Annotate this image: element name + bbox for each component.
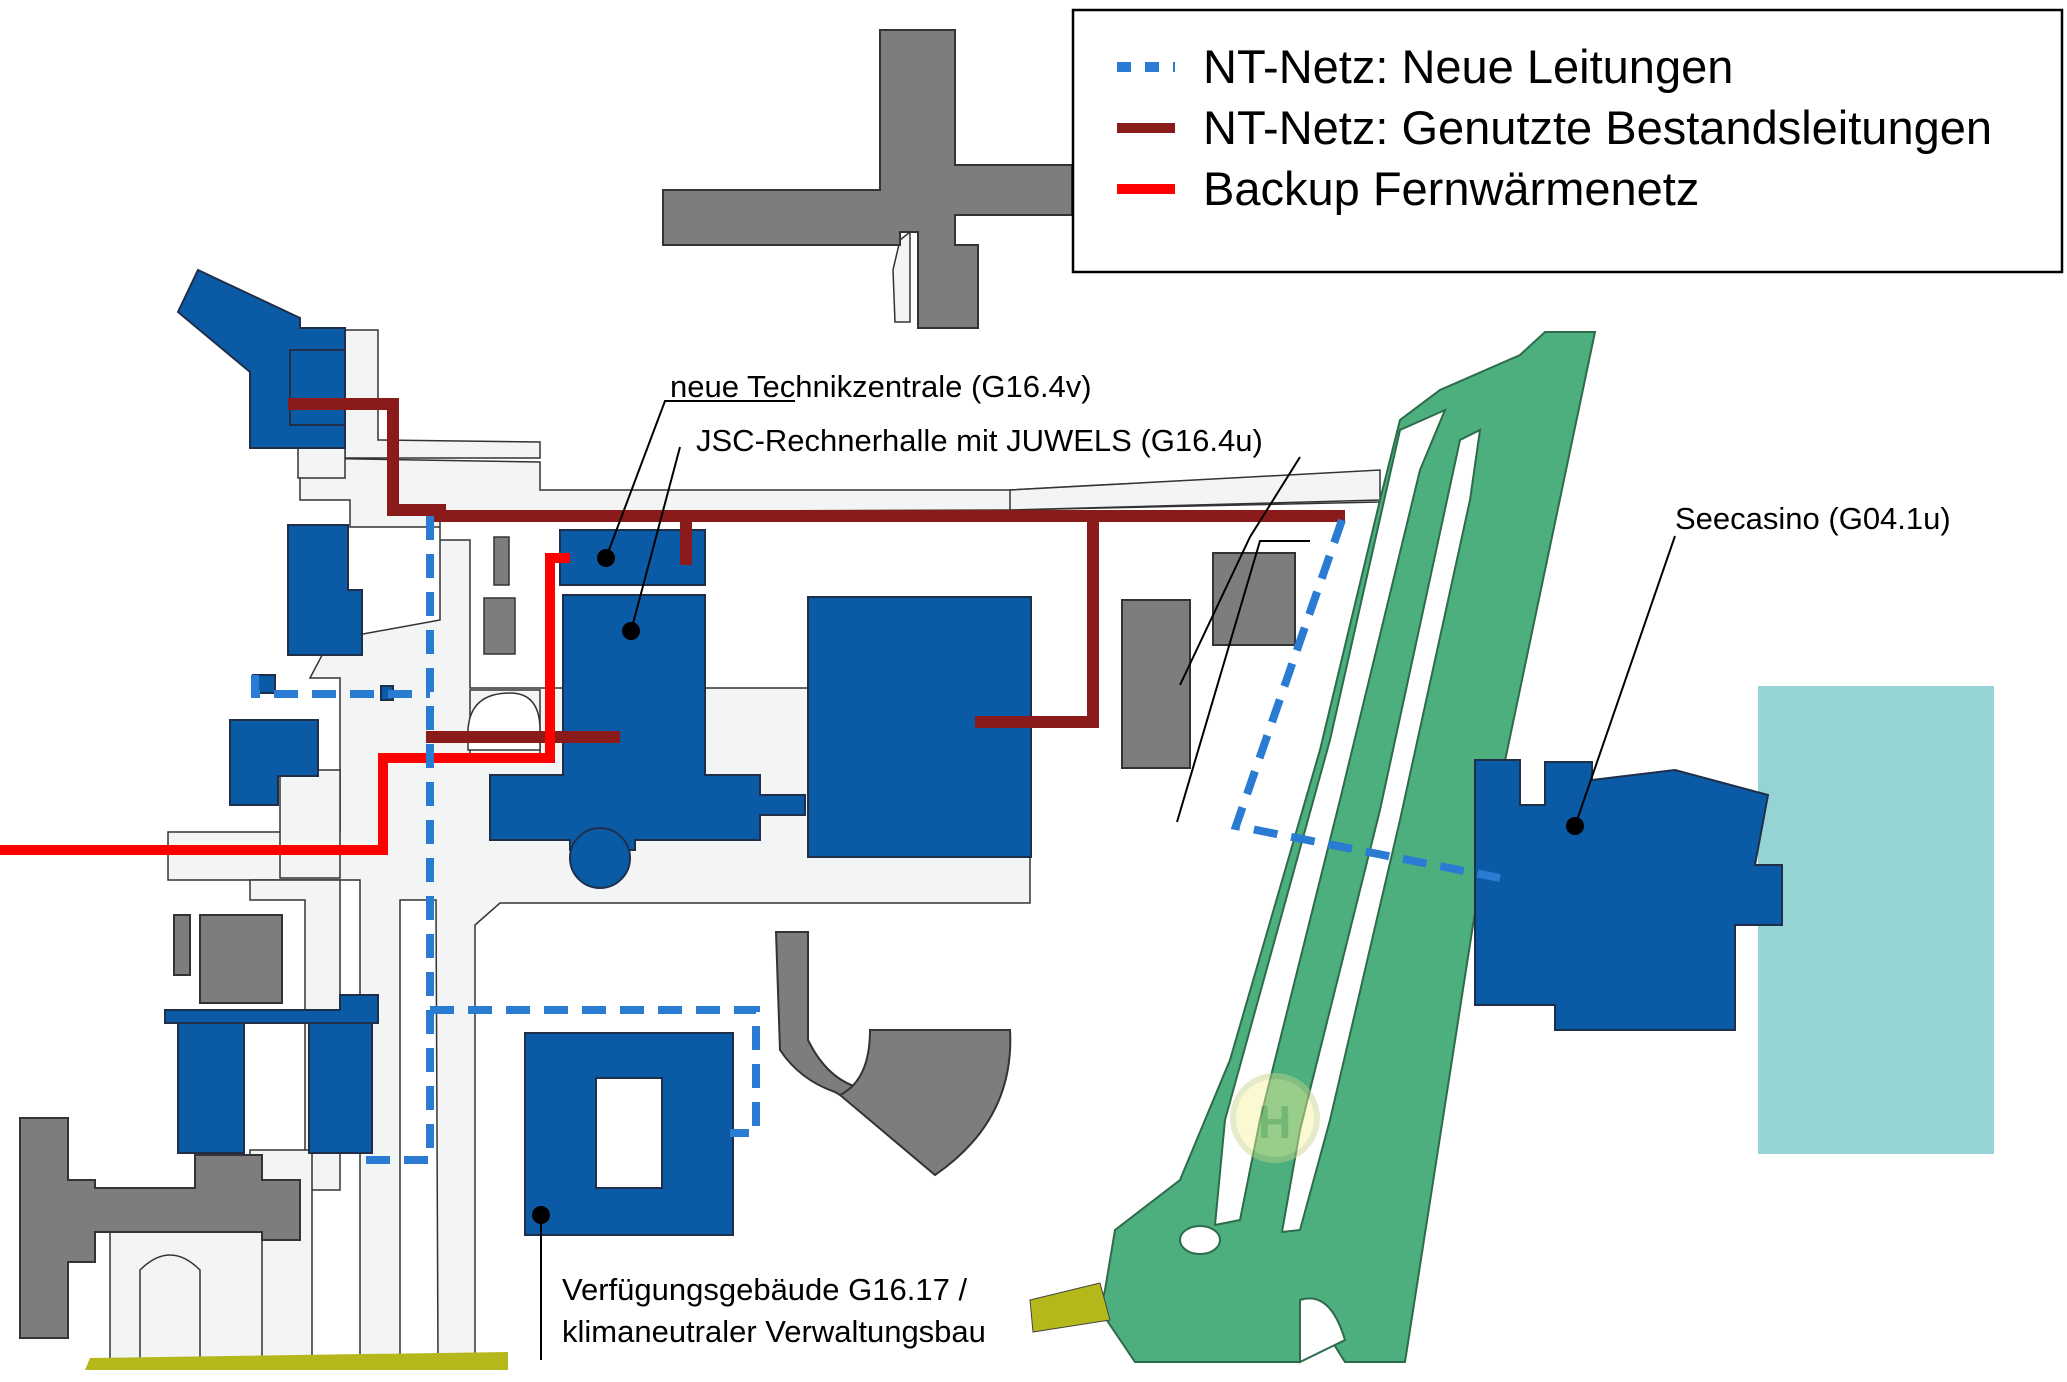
small-mark-2 bbox=[483, 597, 516, 655]
label-seecasino: Seecasino (G04.1u) bbox=[1675, 501, 1951, 536]
legend-label-backup: Backup Fernwärmenetz bbox=[1203, 162, 1699, 215]
small-mark-1 bbox=[493, 536, 510, 586]
blue-buildings bbox=[164, 268, 1783, 1236]
legend-box bbox=[1071, 8, 2064, 274]
leader-lines bbox=[540, 400, 1310, 1360]
leader-lines-extra bbox=[630, 446, 1676, 827]
label-rechnerhalle: JSC-Rechnerhalle mit JUWELS (G16.4u) bbox=[696, 423, 1263, 458]
existing-pipes bbox=[288, 398, 1345, 743]
label-technikzentrale: neue Technikzentrale (G16.4v) bbox=[670, 369, 1092, 404]
grey-buildings bbox=[19, 29, 1296, 1339]
label-verfuegung-line1: Verfügungsgebäude G16.17 / bbox=[562, 1272, 967, 1307]
svg-text:H: H bbox=[1258, 1096, 1291, 1148]
label-verfuegung-line2: klimaneutraler Verwaltungsbau bbox=[562, 1314, 986, 1349]
backup-pipes bbox=[0, 553, 570, 855]
helipad-icon: H bbox=[1230, 1073, 1320, 1163]
legend: NT-Netz: Neue Leitungen NT-Netz: Genutzt… bbox=[1071, 8, 2064, 274]
legend-label-new: NT-Netz: Neue Leitungen bbox=[1203, 40, 1733, 93]
new-pipes bbox=[251, 516, 1501, 1164]
legend-label-existing: NT-Netz: Genutzte Bestandsleitungen bbox=[1203, 101, 1992, 154]
olive-strip-bottom bbox=[85, 1352, 508, 1370]
water-area bbox=[1758, 686, 1994, 1154]
olive-strip-right bbox=[1029, 1282, 1111, 1333]
